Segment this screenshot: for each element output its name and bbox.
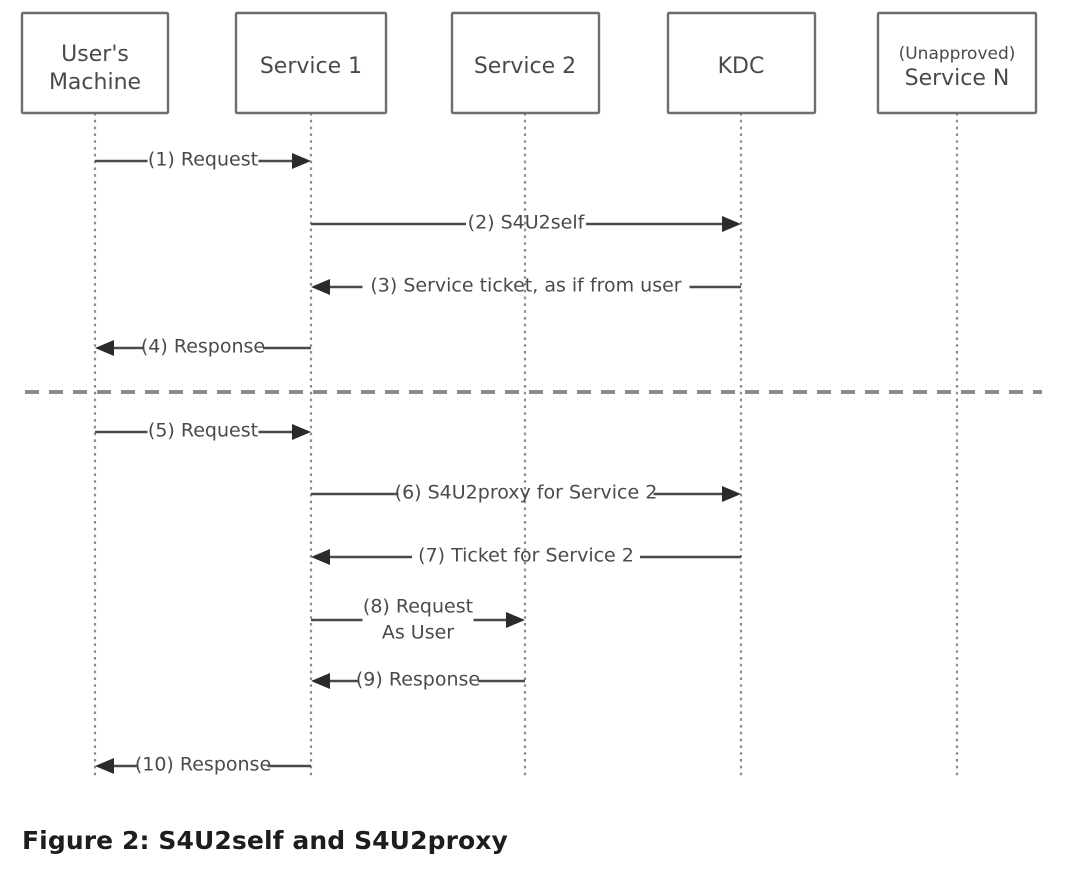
message-5[interactable]: (5) Request [95, 420, 311, 442]
message-label: (6) S4U2proxy for Service 2 [395, 482, 658, 504]
message-label: (9) Response [356, 669, 480, 691]
participant-label-line2: Machine [49, 70, 141, 95]
messages-layer: (1) Request (2) S4U2self (3) Service ticke… [95, 149, 741, 776]
figure-caption: Figure 2: S4U2self and S4U2proxy [22, 826, 508, 855]
message-10[interactable]: (10) Response [95, 754, 311, 776]
participant-label-line1: User's [61, 42, 129, 67]
participant-box-kdc[interactable]: KDC [666, 11, 817, 115]
participant-label: KDC [718, 54, 765, 79]
message-label-line2: As User [382, 622, 454, 644]
arrowhead-icon [722, 216, 741, 232]
message-label: (1) Request [148, 149, 258, 171]
message-9[interactable]: (9) Response [311, 669, 525, 691]
participant-box-service-2[interactable]: Service 2 [450, 11, 601, 115]
message-7[interactable]: (7) Ticket for Service 2 [311, 545, 741, 567]
message-1[interactable]: (1) Request [95, 149, 311, 171]
arrowhead-icon [311, 673, 330, 689]
sequence-diagram-canvas: (1) Request (2) S4U2self (3) Service ticke… [20, 11, 1042, 776]
message-3[interactable]: (3) Service ticket, as if from user [311, 275, 741, 297]
message-label: (7) Ticket for Service 2 [418, 545, 634, 567]
participant-box-service-n[interactable]: (Unapproved)Service N [876, 11, 1038, 115]
participant-box-service-1[interactable]: Service 1 [234, 11, 388, 115]
participant-label-line1: (Unapproved) [899, 44, 1016, 64]
arrowhead-icon [292, 424, 311, 440]
participant-label-line2: Service N [905, 66, 1010, 91]
message-4[interactable]: (4) Response [95, 336, 311, 358]
arrowhead-icon [292, 153, 311, 169]
arrowhead-icon [95, 758, 114, 774]
message-label: (3) Service ticket, as if from user [370, 275, 681, 297]
message-label: (10) Response [135, 754, 271, 776]
message-label: (4) Response [141, 336, 265, 358]
arrowhead-icon [95, 340, 114, 356]
arrowhead-icon [311, 549, 330, 565]
message-6[interactable]: (6) S4U2proxy for Service 2 [311, 482, 741, 504]
message-8[interactable]: (8) Request As User [311, 596, 525, 644]
message-label: (2) S4U2self [468, 212, 586, 234]
arrowhead-icon [311, 279, 330, 295]
participant-label: Service 2 [474, 54, 576, 79]
message-label: (8) Request [363, 596, 473, 618]
arrowhead-icon [506, 612, 525, 628]
participant-label: Service 1 [260, 54, 362, 79]
message-label: (5) Request [148, 420, 258, 442]
message-2[interactable]: (2) S4U2self [311, 212, 741, 234]
arrowhead-icon [722, 486, 741, 502]
